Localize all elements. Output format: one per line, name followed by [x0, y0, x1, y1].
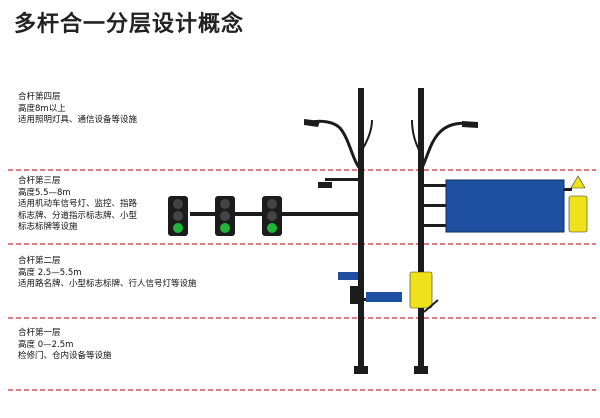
left-upper-bracket: [361, 119, 373, 151]
pole-equipment-box: [409, 271, 433, 309]
signal-light: [215, 196, 235, 236]
layer-name: 合杆第二层: [18, 256, 61, 266]
equipment-cabinet: [568, 195, 588, 233]
right-lower-arm: [423, 299, 439, 313]
layer-height: 高度 0—2.5m: [18, 339, 74, 350]
right-sign-arm: [424, 224, 448, 227]
layer-2-label: 合杆第二层 高度 2.5—5.5m 适用路名牌、小型标志标牌、行人信号灯等设施: [18, 256, 197, 291]
layer-4-label: 合杆第四层 高度8m以上 适用照明灯具、通信设备等设施: [18, 92, 137, 127]
layer-3-label: 合杆第三层 高度5.5—8m 适用机动车信号灯、监控、指路 标志牌、分道指示标志…: [18, 176, 137, 234]
street-name-sign: [338, 272, 358, 280]
layer-height: 高度8m以上: [18, 103, 66, 114]
layer-desc-line: 适用路名牌、小型标志标牌、行人信号灯等设施: [18, 279, 197, 289]
right-pole-base: [414, 366, 428, 374]
right-upper-bracket: [411, 119, 420, 151]
layer-name: 合杆第三层: [18, 176, 61, 186]
left-lamp-arm: [311, 119, 363, 172]
signal-light: [262, 196, 282, 236]
layer-name: 合杆第一层: [18, 328, 61, 338]
guide-sign: [445, 179, 565, 233]
street-name-sign: [366, 292, 402, 302]
layer-name: 合杆第四层: [18, 92, 61, 102]
left-upper-mount: [325, 178, 363, 181]
left-lamp-head: [304, 119, 320, 127]
layer-desc-line: 标志牌、分道指示标志牌、小型: [18, 210, 138, 221]
right-pole-shaft: [418, 88, 424, 372]
right-lamp-head: [462, 121, 478, 128]
layer-height: 高度 2.5—5.5m: [18, 267, 82, 278]
page-title: 多杆合一分层设计概念: [14, 12, 245, 37]
left-pole-base: [354, 366, 368, 374]
layer-desc-line: 标志标牌等设施: [18, 222, 78, 232]
layer-desc-line: 检修门、仓内设备等设施: [18, 351, 112, 361]
left-pole-shaft: [358, 88, 364, 372]
signal-light: [168, 196, 188, 236]
left-pole: [168, 88, 402, 374]
layer-height: 高度5.5—8m: [18, 187, 71, 198]
warning-triangle: [570, 175, 586, 189]
right-lamp-arm: [419, 121, 471, 171]
right-sign-arm: [424, 204, 448, 207]
layer-1-label: 合杆第一层 高度 0—2.5m 检修门、仓内设备等设施: [18, 328, 112, 363]
right-sign-arm: [424, 184, 448, 187]
sign-connector: [564, 188, 572, 191]
layer-desc-line: 适用照明灯具、通信设备等设施: [18, 115, 138, 125]
left-camera: [318, 182, 332, 188]
layer-desc-line: 适用机动车信号灯、监控、指路: [18, 199, 138, 209]
right-pole: [409, 88, 588, 374]
left-side-box: [350, 286, 360, 304]
